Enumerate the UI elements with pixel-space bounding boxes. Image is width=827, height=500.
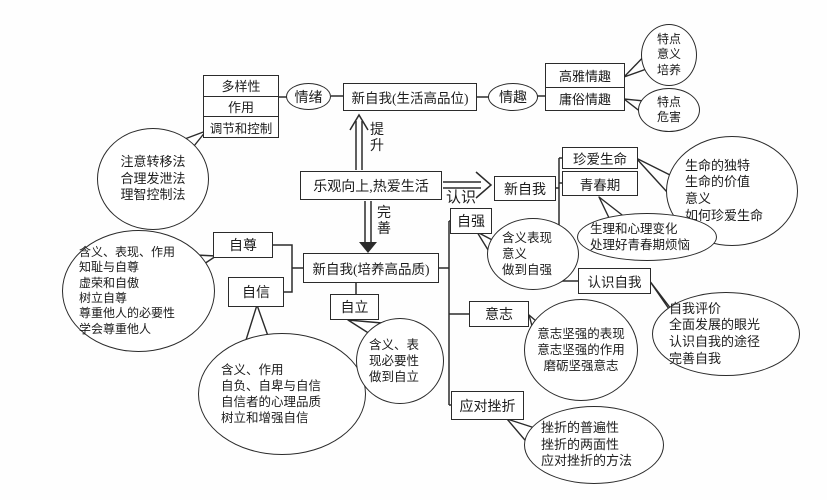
text-line: 自负、自卑与自信	[221, 379, 322, 393]
interest-type-table: 高雅情趣 庸俗情趣	[545, 63, 625, 111]
text-line: 特点	[656, 31, 681, 46]
text-line: 挫折的普遍性	[541, 420, 620, 436]
node-new-self-quality: 新自我(培养高品质)	[303, 253, 439, 283]
text-line: 含义、作用	[221, 363, 284, 377]
edge-label-perfect: 完善	[377, 206, 392, 238]
text-line: 磨砺坚强意志	[543, 359, 619, 373]
text-line: 意义	[685, 191, 712, 206]
text-line: 意志坚强的作用	[537, 343, 625, 357]
bubble-cherish-life-points: 生命的独特 生命的价值 意义 如何珍爱生命	[666, 136, 798, 246]
text-line: 认识自我的途径	[669, 334, 761, 349]
text-line: 意义	[502, 247, 528, 261]
bubble-puberty-points: 生理和心理变化 处理好青春期烦恼	[577, 213, 717, 261]
node-emotion: 情绪	[286, 83, 331, 110]
arrow-down-head-icon	[359, 242, 377, 253]
text-line: 自信者的心理品质	[221, 395, 322, 409]
table-row: 庸俗情趣	[546, 86, 624, 111]
text-line: 含义表现	[502, 231, 553, 245]
text-line: 意志坚强的表现	[537, 327, 625, 341]
node-self-esteem: 自尊	[213, 232, 273, 258]
bubble-self-reliance-points: 含义、表 现必要性 做到自立	[356, 318, 444, 404]
node-cherish-life: 珍爱生命	[562, 147, 638, 169]
quality-right-bracket	[439, 220, 469, 406]
text-line: 危害	[656, 110, 681, 124]
bubble-frustration-points: 挫折的普遍性 挫折的两面性 应对挫折的方法	[524, 406, 664, 484]
esteem-confidence-bracket	[273, 244, 303, 293]
edge-label-recognize: 认识	[446, 190, 477, 206]
node-interest: 情趣	[488, 83, 538, 111]
text-line: 含义、表	[369, 338, 420, 352]
text-line: 尊重他人的必要性	[79, 306, 176, 321]
node-new-self: 新自我	[494, 176, 556, 201]
text-line: 处理好青春期烦恼	[590, 238, 691, 252]
node-self-strengthen: 自强	[450, 208, 492, 234]
bubble-vulgar-points: 特点 危害	[638, 88, 700, 132]
text-line: 合理发泄法	[120, 170, 186, 186]
bubble-self-confidence-points: 含义、作用 自负、自卑与自信 自信者的心理品质 树立和增强自信	[198, 333, 366, 455]
text-line: 知耻与自尊	[79, 260, 140, 275]
bubble-elegant-points: 特点 意义 培养	[641, 24, 697, 86]
arrow-up-shaft	[355, 121, 363, 170]
text-line: 做到自强	[502, 263, 553, 277]
text-line: 虚荣和自傲	[79, 275, 140, 290]
bubble-regulation-methods: 注意转移法 合理发泄法 理智控制法	[97, 128, 209, 230]
text-line: 生命的独特	[685, 157, 751, 173]
node-know-self: 认识自我	[578, 268, 651, 294]
arrow-right-shaft	[443, 181, 481, 189]
text-line: 注意转移法	[120, 154, 186, 170]
text-line: 生命的价值	[685, 174, 751, 190]
bubble-know-self-points: 自我评价 全面发展的眼光 认识自我的途径 完善自我	[652, 292, 800, 376]
text-line: 意义	[656, 47, 681, 62]
text-line: 生理和心理变化	[590, 222, 678, 236]
arrow-up-head-icon	[349, 113, 369, 131]
text-line: 如何珍爱生命	[685, 207, 764, 223]
node-puberty: 青春期	[562, 171, 638, 196]
top-row-links	[278, 95, 546, 98]
text-line: 挫折的两面性	[541, 436, 620, 452]
node-new-self-life: 新自我(生活高品位)	[343, 83, 477, 111]
bubble-self-esteem-points: 含义、表现、作用 知耻与自尊 虚荣和自傲 树立自尊 尊重他人的必要性 学会尊重他…	[62, 230, 215, 352]
newself-right-bracket	[555, 157, 578, 282]
table-row: 调节和控制	[204, 116, 278, 137]
bubble-self-strengthen-points: 含义表现 意义 做到自强	[487, 218, 579, 290]
text-line: 理智控制法	[120, 187, 186, 203]
arrow-right-head-icon	[475, 171, 493, 199]
text-line: 完善自我	[669, 350, 722, 366]
node-will: 意志	[469, 301, 529, 327]
text-line: 含义、表现、作用	[79, 244, 176, 259]
text-line: 全面发展的眼光	[669, 317, 761, 333]
text-line: 学会尊重他人	[79, 321, 152, 336]
node-cope-frustration: 应对挫折	[451, 391, 524, 420]
text-line: 培养	[656, 62, 681, 77]
node-optimism: 乐观向上,热爱生活	[300, 171, 442, 200]
edge-label-promote: 提升	[370, 123, 385, 155]
text-line: 自我评价	[669, 300, 722, 316]
table-row: 多样性	[221, 79, 261, 95]
arrow-down-shaft	[364, 201, 372, 242]
text-line: 树立自尊	[79, 291, 128, 305]
text-line: 做到自立	[369, 370, 420, 384]
node-self-confidence: 自信	[228, 277, 284, 307]
text-line: 特点	[656, 94, 681, 109]
table-row: 作用	[204, 95, 278, 117]
node-self-reliance: 自立	[330, 294, 379, 320]
connector-lines	[273, 95, 578, 406]
table-row: 高雅情趣	[558, 68, 611, 84]
text-line: 现必要性	[369, 354, 420, 368]
text-line: 树立和增强自信	[221, 411, 309, 425]
emotion-attribute-table: 多样性 作用 调节和控制	[203, 75, 279, 138]
text-line: 应对挫折的方法	[541, 453, 633, 469]
bubble-will-points: 意志坚强的表现 意志坚强的作用 磨砺坚强意志	[524, 299, 638, 401]
